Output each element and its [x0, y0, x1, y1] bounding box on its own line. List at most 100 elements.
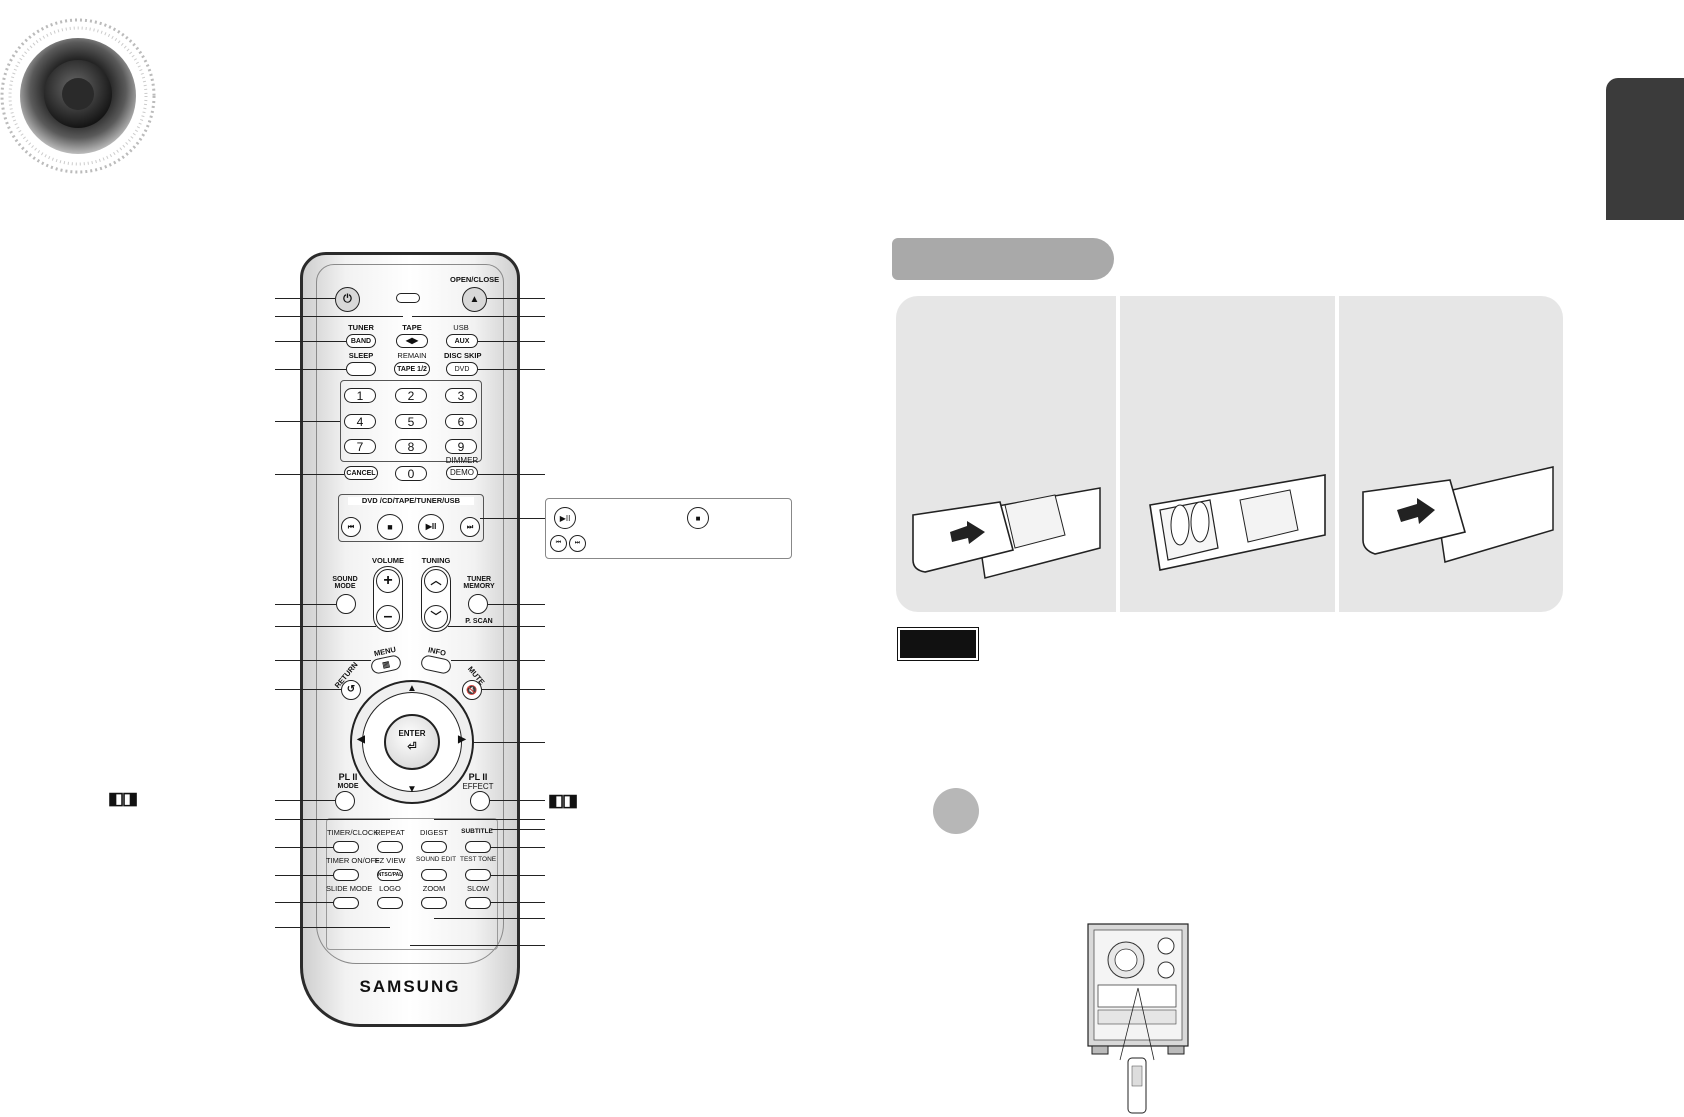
sleep-label: SLEEP: [348, 351, 374, 360]
repeat-button[interactable]: [377, 841, 403, 853]
pl2-effect-button[interactable]: [470, 791, 490, 811]
return-button[interactable]: ↺: [341, 680, 361, 700]
callout-line: [488, 604, 545, 605]
callout-line: [275, 474, 344, 475]
volume-up-button[interactable]: +: [376, 569, 400, 593]
skip-back-icon: ⏮: [550, 535, 567, 552]
ez-view-button[interactable]: NTSC/PAL: [377, 869, 403, 881]
callout-line: [474, 742, 545, 743]
step-number-circle: [933, 788, 979, 834]
skip-forward-icon: ⏭: [569, 535, 586, 552]
volume-down-button[interactable]: –: [376, 605, 400, 629]
enter-button[interactable]: [384, 714, 440, 770]
dolby-logo-icon: ◧◨: [108, 789, 138, 808]
chapter-tab: [1606, 78, 1684, 220]
play-pause-button[interactable]: ▶II: [418, 514, 444, 540]
callout-line: [480, 518, 545, 519]
callout-line: [410, 945, 545, 946]
cancel-button[interactable]: CANCEL: [344, 466, 378, 480]
callout-line: [478, 474, 545, 475]
power-button[interactable]: ⏻: [335, 287, 360, 312]
subtitle-button[interactable]: [465, 841, 491, 853]
digest-button[interactable]: [421, 841, 447, 853]
speaker-graphic: [0, 18, 156, 174]
enter-icon: ⏎: [407, 741, 417, 753]
callout-line: [275, 689, 341, 690]
sound-mode-button[interactable]: [336, 594, 356, 614]
callout-line: [275, 341, 346, 342]
up-arrow-icon[interactable]: ▲: [407, 683, 417, 694]
digit-4-button[interactable]: 4: [344, 414, 376, 429]
test-tone-label: TEST TONE: [460, 856, 497, 863]
tape-direction-button[interactable]: ◀▶: [396, 334, 428, 348]
slow-button[interactable]: [465, 897, 491, 909]
digit-1-button[interactable]: 1: [344, 388, 376, 403]
slide-mode-button[interactable]: [333, 897, 359, 909]
digit-9-button[interactable]: 9: [445, 439, 477, 454]
ez-view-label: EZ VIEW: [374, 856, 406, 865]
right-arrow-icon[interactable]: ▶: [458, 734, 466, 745]
slide-mode-label: SLIDE MODE: [326, 884, 373, 893]
digit-6-button[interactable]: 6: [445, 414, 477, 429]
pl2-mode-label-b: MODE: [337, 783, 359, 790]
logo-label: LOGO: [379, 884, 401, 893]
tape12-button[interactable]: TAPE 1/2: [394, 362, 430, 376]
callout-line: [478, 341, 545, 342]
test-tone-button[interactable]: [465, 869, 491, 881]
callout-line: [275, 800, 335, 801]
left-arrow-icon[interactable]: ◀: [357, 734, 365, 745]
pl2-effect-label-a: PL II: [468, 772, 488, 782]
tuning-up-button[interactable]: ︿: [424, 569, 448, 593]
tuner-memory-button[interactable]: [468, 594, 488, 614]
logo-button[interactable]: [377, 897, 403, 909]
digit-7-button[interactable]: 7: [344, 439, 376, 454]
callout-line: [275, 819, 390, 820]
skip-forward-button[interactable]: ⏭: [460, 517, 480, 537]
callout-line: [487, 298, 545, 299]
sleep-button[interactable]: [346, 362, 376, 376]
skip-back-button[interactable]: ⏮: [341, 517, 361, 537]
dvd-button[interactable]: DVD: [446, 362, 478, 376]
callout-line: [275, 626, 376, 627]
enter-label: ENTER: [398, 729, 426, 738]
digit-3-button[interactable]: 3: [445, 388, 477, 403]
sound-edit-button[interactable]: [421, 869, 447, 881]
zoom-label: ZOOM: [422, 884, 446, 893]
remote-battery-cover-close-illustration: [1362, 466, 1554, 563]
section-header-pill: [892, 238, 1114, 280]
stop-button[interactable]: ■: [377, 514, 403, 540]
callout-line: [490, 800, 545, 801]
band-button[interactable]: BAND: [346, 334, 376, 348]
mute-button[interactable]: 🔇: [462, 680, 482, 700]
aux-button[interactable]: AUX: [446, 334, 478, 348]
subtitle-label: SUBTITLE: [461, 828, 493, 835]
main-unit-remote-range-illustration: [1087, 923, 1189, 1114]
digit-5-button[interactable]: 5: [395, 414, 427, 429]
remote-battery-cover-open-illustration: [912, 487, 1101, 579]
timer-onoff-label: TIMER ON/OFF: [326, 856, 380, 865]
callout-line: [478, 369, 545, 370]
digit-2-button[interactable]: 2: [395, 388, 427, 403]
open-close-button[interactable]: ▲: [462, 287, 487, 312]
timer-clock-button[interactable]: [333, 841, 359, 853]
digit-0-button[interactable]: 0: [395, 466, 427, 481]
timer-onoff-button[interactable]: [333, 869, 359, 881]
pl2-mode-button[interactable]: [335, 791, 355, 811]
samsung-logo: SAMSUNG: [359, 977, 461, 996]
demo-button[interactable]: DEMO: [446, 466, 478, 480]
callout-line: [275, 847, 333, 848]
zoom-button[interactable]: [421, 897, 447, 909]
pl2-effect-label-b: EFFECT: [462, 782, 494, 791]
remain-label: REMAIN: [397, 351, 427, 360]
down-arrow-icon[interactable]: ▼: [407, 784, 417, 795]
callout-line: [275, 298, 335, 299]
callout-line: [482, 689, 545, 690]
digest-label: DIGEST: [420, 828, 448, 837]
tuning-down-button[interactable]: ﹀: [424, 605, 448, 629]
callout-line: [491, 875, 545, 876]
disc-skip-label: DISC SKIP: [444, 351, 482, 360]
battery-step-panel-2: [1120, 296, 1335, 612]
digit-8-button[interactable]: 8: [395, 439, 427, 454]
tape-label: TAPE: [402, 323, 422, 332]
open-close-label: OPEN/CLOSE: [450, 275, 500, 284]
